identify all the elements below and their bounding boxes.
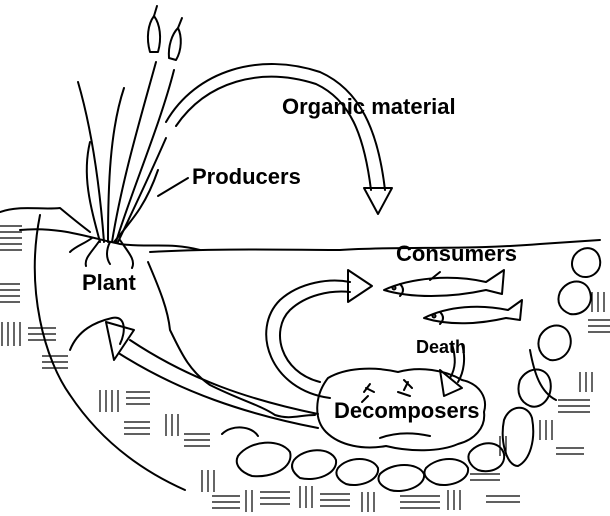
producers-label: Producers: [192, 166, 301, 188]
ground-surface-line: [0, 208, 90, 232]
decomposer-worm: [380, 433, 430, 438]
organic-material-arrow: [166, 64, 392, 214]
decomposer-bug-2: [398, 380, 412, 396]
decomposer-to-consumer-arrow: [266, 270, 372, 398]
plant-label: Plant: [82, 272, 136, 294]
water-surface-line: [150, 240, 600, 252]
bank-edge-line: [20, 229, 200, 250]
fish-consumers: [384, 270, 522, 324]
consumers-label: Consumers: [396, 243, 517, 265]
death-label: Death: [416, 338, 466, 356]
decomposers-label: Decomposers: [334, 400, 480, 422]
organic-material-label: Organic material: [282, 96, 456, 118]
producers-pointer-line: [158, 178, 188, 196]
root-channel-line: [148, 262, 315, 417]
sediment-hatching: [0, 226, 610, 512]
decomposer-to-plant-arrow: [106, 322, 318, 428]
ground-left-wall: [35, 215, 185, 490]
soil-squiggle: [70, 318, 124, 350]
